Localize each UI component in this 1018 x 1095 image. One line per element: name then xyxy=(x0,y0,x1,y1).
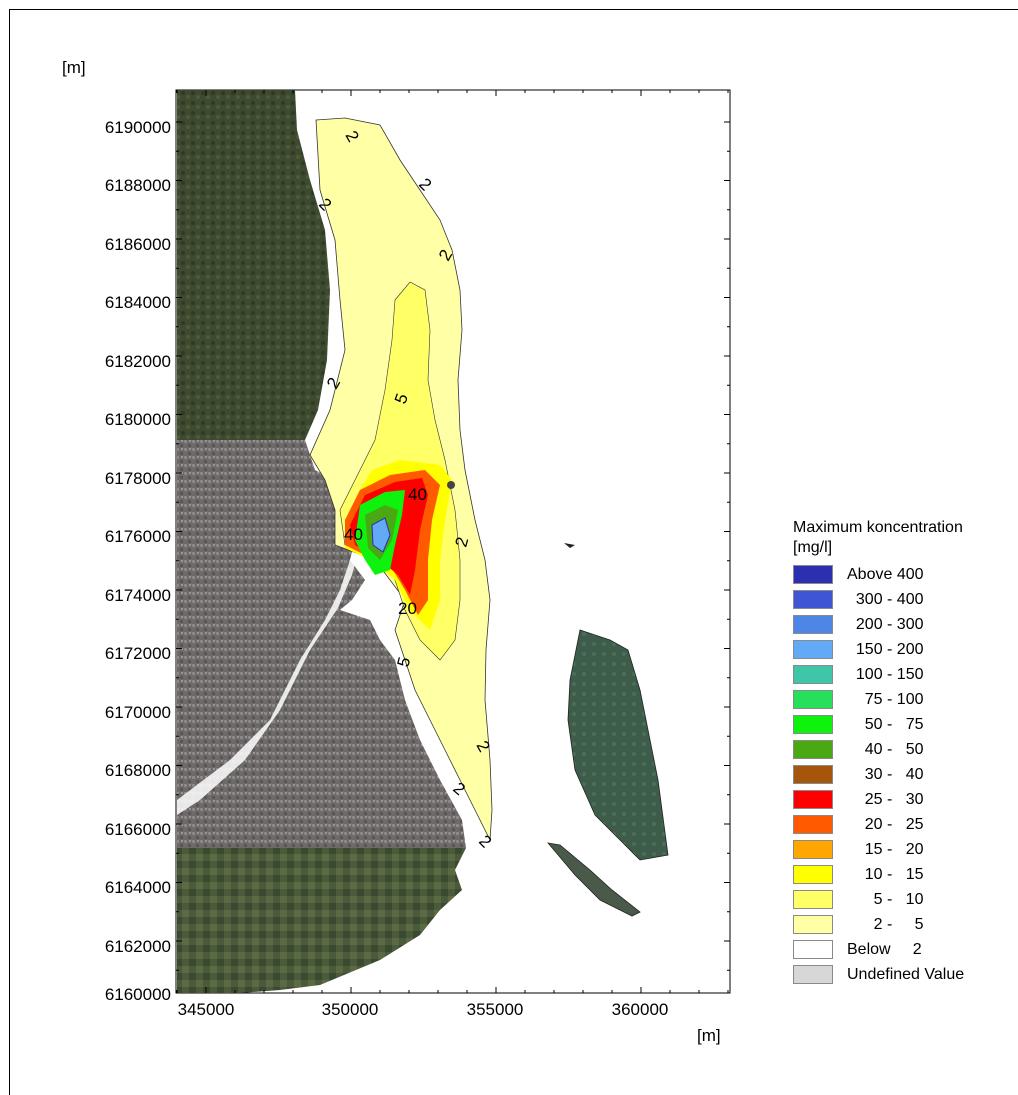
legend-item: 75 - 100 xyxy=(793,687,964,712)
axis-ticks xyxy=(176,90,730,993)
y-axis-unit: [m] xyxy=(62,58,86,77)
legend-label: Above 400 xyxy=(847,565,924,583)
figure-frame xyxy=(9,9,1018,1095)
legend-label: 15 - 20 xyxy=(847,840,924,858)
legend-item: 150 - 200 xyxy=(793,637,964,662)
y-tick-label: 6170000 xyxy=(104,703,171,722)
legend-label: 2 - 5 xyxy=(847,915,924,933)
y-tick-label: 6178000 xyxy=(104,469,171,488)
legend-item: 10 - 15 xyxy=(793,862,964,887)
land-north xyxy=(177,90,330,440)
legend-swatch xyxy=(793,640,833,659)
y-tick-label: 6180000 xyxy=(104,410,171,429)
legend-item: Above 400 xyxy=(793,562,964,587)
x-axis-unit: [m] xyxy=(697,1026,721,1045)
legend-label: 200 - 300 xyxy=(847,615,924,633)
legend: Maximum koncentration [mg/l] Above 400 3… xyxy=(793,518,964,987)
legend-swatch xyxy=(793,765,833,784)
legend-swatch xyxy=(793,790,833,809)
legend-item: 100 - 150 xyxy=(793,662,964,687)
legend-item: Undefined Value xyxy=(793,962,964,987)
legend-label: 300 - 400 xyxy=(847,590,924,608)
y-tick-label: 6176000 xyxy=(104,527,171,546)
legend-swatch xyxy=(793,865,833,884)
legend-item: 20 - 25 xyxy=(793,812,964,837)
y-tick-label: 6190000 xyxy=(104,118,171,137)
legend-swatch xyxy=(793,940,833,959)
legend-item: 15 - 20 xyxy=(793,837,964,862)
y-tick-label: 6174000 xyxy=(104,586,171,605)
legend-item: Below 2 xyxy=(793,937,964,962)
legend-swatch xyxy=(793,615,833,634)
island-large xyxy=(567,629,669,861)
contour-label: 40 xyxy=(408,485,427,504)
y-tick-label: 6186000 xyxy=(104,235,171,254)
legend-item: 40 - 50 xyxy=(793,737,964,762)
legend-swatch xyxy=(793,840,833,859)
contour-label: 20 xyxy=(398,599,417,618)
legend-unit: [mg/l] xyxy=(793,539,833,556)
legend-items: Above 400 300 - 400 200 - 300 150 - 200 … xyxy=(793,562,964,987)
legend-label: Undefined Value xyxy=(847,965,965,983)
legend-label: 25 - 30 xyxy=(847,790,924,808)
legend-label: 40 - 50 xyxy=(847,740,924,758)
y-tick-label: 6162000 xyxy=(104,937,171,956)
legend-item: 2 - 5 xyxy=(793,912,964,937)
y-tick-label: 6188000 xyxy=(104,176,171,195)
y-tick-label: 6164000 xyxy=(104,878,171,897)
legend-swatch xyxy=(793,565,833,584)
legend-label: 75 - 100 xyxy=(847,690,924,708)
legend-swatch xyxy=(793,915,833,934)
legend-label: 50 - 75 xyxy=(847,715,924,733)
plume-above-100 xyxy=(371,517,391,553)
legend-item: 200 - 300 xyxy=(793,612,964,637)
contour-label: 40 xyxy=(344,525,363,544)
island-small xyxy=(546,842,641,917)
legend-swatch xyxy=(793,690,833,709)
legend-label: 30 - 40 xyxy=(847,765,924,783)
legend-item: 30 - 40 xyxy=(793,762,964,787)
y-tick-label: 6184000 xyxy=(104,293,171,312)
legend-title: Maximum koncentration xyxy=(793,519,963,536)
legend-swatch xyxy=(793,715,833,734)
legend-label: 20 - 25 xyxy=(847,815,924,833)
legend-swatch xyxy=(793,740,833,759)
x-tick-label: 345000 xyxy=(177,1000,235,1019)
legend-item: 25 - 30 xyxy=(793,787,964,812)
x-tick-label: 350000 xyxy=(321,1000,379,1019)
legend-swatch xyxy=(793,890,833,909)
legend-item: 50 - 75 xyxy=(793,712,964,737)
islet xyxy=(564,543,575,548)
land-south xyxy=(177,848,466,993)
legend-item: 5 - 10 xyxy=(793,887,964,912)
legend-label: Below 2 xyxy=(847,940,922,958)
legend-label: 5 - 10 xyxy=(847,890,924,908)
x-tick-label: 360000 xyxy=(611,1000,669,1019)
harbour-channel xyxy=(177,540,360,815)
y-tick-label: 6160000 xyxy=(104,985,171,1004)
legend-swatch xyxy=(793,815,833,834)
y-tick-label: 6172000 xyxy=(104,644,171,663)
legend-swatch xyxy=(793,665,833,684)
y-tick-label: 6166000 xyxy=(104,820,171,839)
legend-label: 10 - 15 xyxy=(847,865,924,883)
x-tick-label: 355000 xyxy=(466,1000,524,1019)
y-tick-label: 6182000 xyxy=(104,352,171,371)
legend-swatch xyxy=(793,965,833,984)
y-tick-label: 6168000 xyxy=(104,761,171,780)
marker-dot xyxy=(447,481,455,489)
legend-item: 300 - 400 xyxy=(793,587,964,612)
legend-label: 100 - 150 xyxy=(847,665,924,683)
legend-swatch xyxy=(793,590,833,609)
legend-label: 150 - 200 xyxy=(847,640,924,658)
